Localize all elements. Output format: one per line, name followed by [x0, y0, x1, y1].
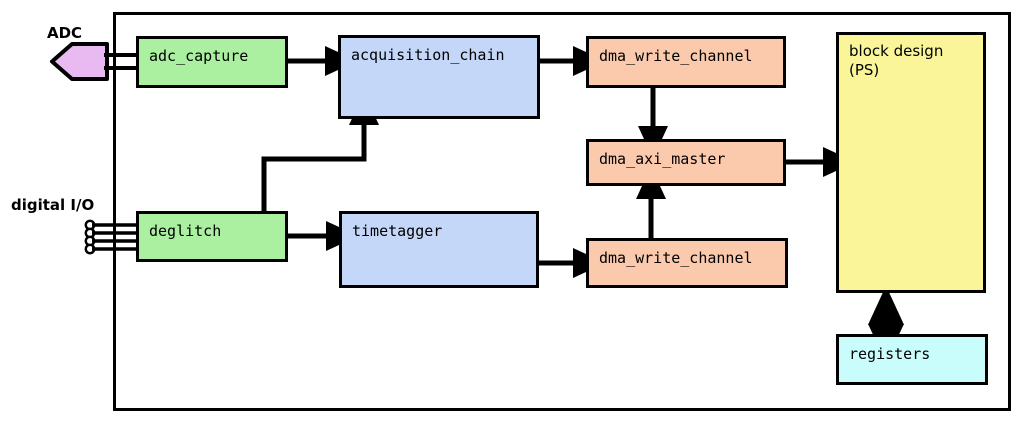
port-label-adc: ADC: [47, 24, 83, 42]
block-deglitch[interactable]: deglitch: [136, 211, 288, 262]
port-label-digital-io: digital I/O: [11, 196, 95, 214]
block-block-design-ps[interactable]: block design (PS): [836, 32, 986, 293]
block-timetagger[interactable]: timetagger: [339, 211, 539, 288]
fpga-fabric-boundary: [113, 12, 1011, 411]
block-registers[interactable]: registers: [836, 334, 988, 385]
block-dma-write-channel-top[interactable]: dma_write_channel: [586, 36, 786, 88]
block-acquisition-chain[interactable]: acquisition_chain: [338, 35, 540, 119]
block-adc-capture[interactable]: adc_capture: [136, 36, 288, 88]
block-dma-axi-master[interactable]: dma_axi_master: [586, 139, 786, 186]
block-dma-write-channel-bottom[interactable]: dma_write_channel: [586, 238, 788, 288]
